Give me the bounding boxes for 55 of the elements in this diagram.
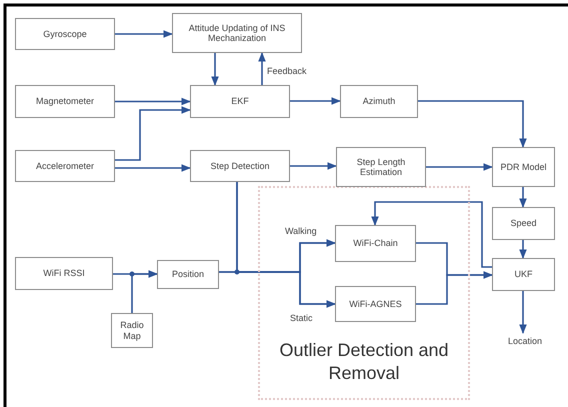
process-box <box>15 257 113 290</box>
region-title: Outlier Detection and Removal <box>278 339 450 384</box>
process-box <box>492 147 555 187</box>
arrow <box>115 164 191 172</box>
process-box <box>335 225 416 262</box>
arrow <box>519 187 527 208</box>
process-box <box>492 258 555 291</box>
process-box <box>492 207 555 240</box>
arrow <box>211 53 219 86</box>
node-label: Gyroscope <box>42 28 88 40</box>
process-box <box>15 85 115 118</box>
node-label: Step Detection <box>209 160 271 172</box>
node-label: WiFi RSSI <box>42 268 86 279</box>
process-box <box>111 313 153 348</box>
node-label: Location <box>506 336 544 346</box>
node-label: UKF <box>514 269 534 280</box>
process-box <box>190 85 290 118</box>
dotted-region <box>258 186 470 400</box>
process-box <box>336 147 426 187</box>
edge-label: Static <box>289 313 314 323</box>
node-label: WiFi-Chain <box>352 238 399 249</box>
node-label: Azimuth <box>362 96 396 107</box>
node-label: Magnetometer <box>34 96 96 107</box>
node-label: Speed <box>509 218 538 229</box>
arrow <box>519 240 527 259</box>
process-box <box>15 150 115 182</box>
edge-label: Feedback <box>266 66 308 76</box>
node-label: Radio Map <box>119 320 145 341</box>
node-label: Attitude Updating of INS Mechanization <box>188 22 286 44</box>
node-label: EKF <box>230 96 250 107</box>
node-label: Position <box>170 269 206 280</box>
node-label: PDR Model <box>499 162 548 172</box>
process-box <box>340 85 418 118</box>
node-label: WiFi-AGNES <box>348 298 403 310</box>
arrow <box>426 163 493 171</box>
arrow <box>131 270 158 313</box>
arrow <box>519 291 527 334</box>
arrow <box>258 52 266 85</box>
node-label: Step Length Estimation <box>356 156 406 178</box>
arrow <box>115 106 191 161</box>
edge-label: Walking <box>284 226 318 236</box>
arrow <box>115 30 173 38</box>
arrow <box>418 100 527 148</box>
node-label: Accelerometer <box>34 160 96 172</box>
arrow <box>219 271 336 308</box>
arrow <box>290 162 337 170</box>
process-box <box>15 18 115 50</box>
process-box <box>172 13 302 53</box>
arrow <box>371 201 492 268</box>
process-box <box>335 286 416 322</box>
arrow <box>115 98 191 106</box>
arrow <box>290 97 341 105</box>
process-box <box>157 260 219 289</box>
process-box <box>190 150 290 182</box>
arrow <box>416 271 493 305</box>
